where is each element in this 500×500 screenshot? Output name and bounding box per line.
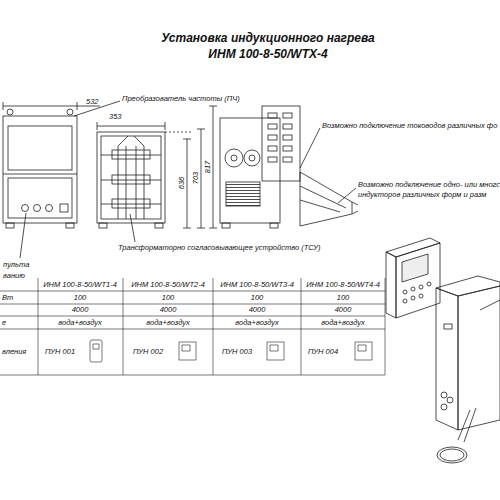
table-cell: 100 bbox=[251, 293, 264, 301]
dimension-353 bbox=[97, 122, 165, 130]
callout: Возможно подключение тоководов различных… bbox=[322, 122, 497, 130]
table-cell: 100 bbox=[74, 293, 87, 301]
table-cell: 4000 bbox=[72, 306, 89, 314]
table-header: ИНМ 100-8-50/WT1-4 bbox=[43, 280, 117, 288]
title: Установка индукционного нагрева ИНМ 100-… bbox=[150, 30, 386, 62]
tsu-view bbox=[97, 132, 165, 228]
dimension-532 bbox=[3, 102, 100, 110]
dimension: 532 bbox=[86, 98, 99, 106]
table-cell: е bbox=[2, 318, 6, 326]
table-header: ИНМ 100-8-50/WT2-4 bbox=[131, 280, 205, 288]
table-cell: ПУН 004 bbox=[308, 348, 338, 356]
dimension: 636 bbox=[178, 177, 186, 190]
table-cell: 100 bbox=[162, 293, 175, 301]
spec-table bbox=[0, 278, 385, 375]
table-cell: вода+воздух bbox=[235, 318, 278, 326]
callout: пульта bbox=[3, 261, 29, 269]
table-cell: Вт bbox=[2, 293, 13, 301]
vertical-dimensions bbox=[165, 106, 217, 228]
button-grid bbox=[268, 113, 292, 162]
unit-3d-view bbox=[386, 238, 500, 463]
callout: ванию bbox=[3, 272, 25, 280]
remote-icons bbox=[90, 340, 372, 362]
leader-lines bbox=[20, 101, 356, 258]
table-cell: вода+воздух bbox=[321, 318, 364, 326]
callout: Преобразователь частоты (ПЧ) bbox=[122, 95, 240, 103]
table-cell: вода+воздух bbox=[146, 318, 189, 326]
callout: Трансформаторно согласовывающее устройст… bbox=[118, 244, 321, 252]
table-cell: ПУН 003 bbox=[222, 348, 252, 356]
front-view bbox=[3, 109, 77, 228]
table-cell: ПУН 002 bbox=[133, 348, 163, 356]
table-cell: вода+воздух bbox=[58, 318, 101, 326]
table-cell: 4000 bbox=[335, 306, 352, 314]
table-header: ИНМ 100-8-50/WT3-4 bbox=[220, 280, 294, 288]
table-cell: 100 bbox=[337, 293, 350, 301]
table-cell: 4000 bbox=[160, 306, 177, 314]
table-cell: ПУН 001 bbox=[45, 348, 75, 356]
callout: Возможно подключение одно- или многс bbox=[358, 181, 500, 189]
callout: индукторов различных форм и разм bbox=[358, 191, 486, 199]
dimension: 353 bbox=[109, 113, 122, 121]
table-header: ИНМ 100-8-50/WT4-4 bbox=[306, 280, 380, 288]
table-cell: вления bbox=[2, 348, 26, 356]
table-cell: 4000 bbox=[249, 306, 266, 314]
dimension: 703 bbox=[192, 172, 200, 185]
dimension: 817 bbox=[204, 161, 212, 174]
